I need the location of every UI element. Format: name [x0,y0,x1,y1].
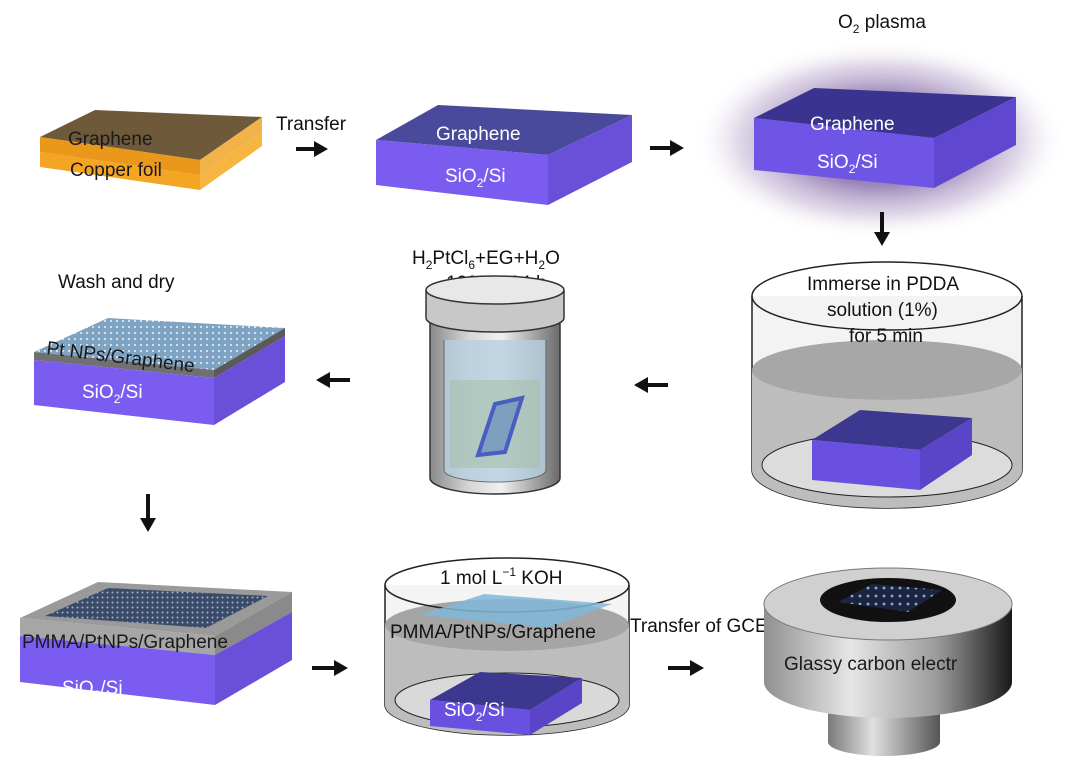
chemical-formula: H2PtCl6+EG+H2O [412,248,560,272]
arrow-icon [634,377,668,393]
pdda-line-2: solution (1%) [827,300,938,321]
gce-label: Glassy carbon electr [784,654,958,675]
pt-graphene-slab: Pt NPs/Graphene SiO2/Si [34,318,285,425]
beaker-sio2-label: SiO2/Si [444,700,505,724]
sio2-label-2: SiO2/Si [445,166,506,190]
o2-plasma-label: O2 plasma [838,12,926,36]
sio2-label-6: SiO2/Si [62,678,123,702]
graphene-label-2: Graphene [436,124,521,145]
copper-foil-label: Copper foil [70,160,162,181]
glassy-carbon-electrode: Glassy carbon electr [763,567,1013,756]
arrow-icon [296,141,328,157]
graphene-on-copper-slab: Graphene Copper foil [40,110,262,190]
transfer-gce-label: Transfer of GCE [630,616,768,637]
pdda-line-1: Immerse in PDDA [807,274,959,295]
beaker-pmma-label: PMMA/PtNPs/Graphene [390,622,596,643]
sio2-label-3: SiO2/Si [817,152,878,176]
pmma-label: PMMA/PtNPs/Graphene [22,632,228,653]
arrow-icon [668,660,704,676]
wash-dry-label: Wash and dry [58,272,175,293]
pdda-line-3: for 5 min [849,326,923,347]
arrow-icon [874,212,890,246]
arrow-icon [316,372,350,388]
arrow-icon [140,494,156,532]
koh-beaker: 1 mol L−1 KOH PMMA/PtNPs/Graphene SiO2/S… [384,557,630,736]
autoclave-vessel [425,275,565,495]
plasma-treated-slab: Graphene SiO2/Si [754,88,1016,188]
pmma-coated-slab: PMMA/PtNPs/Graphene SiO2/Si [20,582,292,705]
arrow-icon [312,660,348,676]
arrow-icon [650,140,684,156]
koh-label: 1 mol L−1 KOH [440,565,562,589]
graphene-label-1: Graphene [68,129,153,150]
graphene-on-sio2-slab: Graphene SiO2/Si [376,105,632,205]
graphene-label-3: Graphene [810,114,895,135]
pdda-beaker: Immerse in PDDA solution (1%) for 5 min [751,261,1023,509]
transfer-label: Transfer [276,114,347,135]
sio2-label-5: SiO2/Si [82,382,143,406]
